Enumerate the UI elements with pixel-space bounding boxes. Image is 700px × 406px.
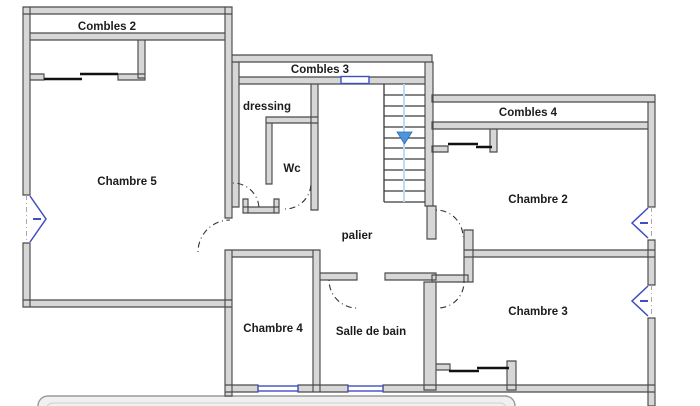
room-label-combles-4: Combles 4 [498, 107, 558, 119]
room-label-salle-de-bain: Salle de bain [335, 326, 407, 338]
window-chambre5-icon [29, 195, 47, 243]
door-arcs [197, 182, 465, 309]
door-arc-wc [284, 182, 312, 210]
room-label-wc: Wc [283, 163, 301, 175]
room-label-combles-3: Combles 3 [290, 64, 350, 76]
closet-door-chambre5 [44, 72, 118, 81]
room-label-dressing: dressing [243, 101, 291, 113]
door-arc-chambre2 [435, 209, 464, 238]
lower-floor-outline [37, 395, 516, 406]
stair-down-arrow-icon [396, 131, 413, 145]
room-label-chambre-4: Chambre 4 [243, 323, 303, 335]
door-arc-chambre5 [197, 219, 231, 253]
door-arc-chambre3 [437, 281, 465, 309]
closet-door-chambre3 [449, 366, 509, 373]
door-arc-dressing [232, 182, 260, 210]
window-salle-de-bain [347, 385, 384, 392]
window-symbols [26, 75, 652, 392]
window-chambre4 [257, 385, 299, 392]
door-arc-salle-de-bain [328, 279, 358, 309]
room-label-chambre-3: Chambre 3 [508, 306, 568, 318]
closet-door-chambre2 [448, 142, 492, 149]
window-combles3 [340, 75, 370, 85]
room-label-palier: palier [341, 230, 373, 242]
room-label-chambre-2: Chambre 2 [508, 194, 568, 206]
window-chambre3-icon [630, 285, 649, 317]
window-chambre2-icon [630, 207, 649, 239]
terrace-outline [37, 395, 516, 406]
staircase [383, 84, 425, 203]
closet-sliding-doors [44, 72, 509, 373]
room-label-chambre-5: Chambre 5 [97, 176, 157, 188]
walls [22, 6, 656, 406]
wall-segments [22, 6, 656, 406]
room-label-combles-2: Combles 2 [77, 21, 137, 33]
terrace-inner-line [46, 402, 507, 406]
